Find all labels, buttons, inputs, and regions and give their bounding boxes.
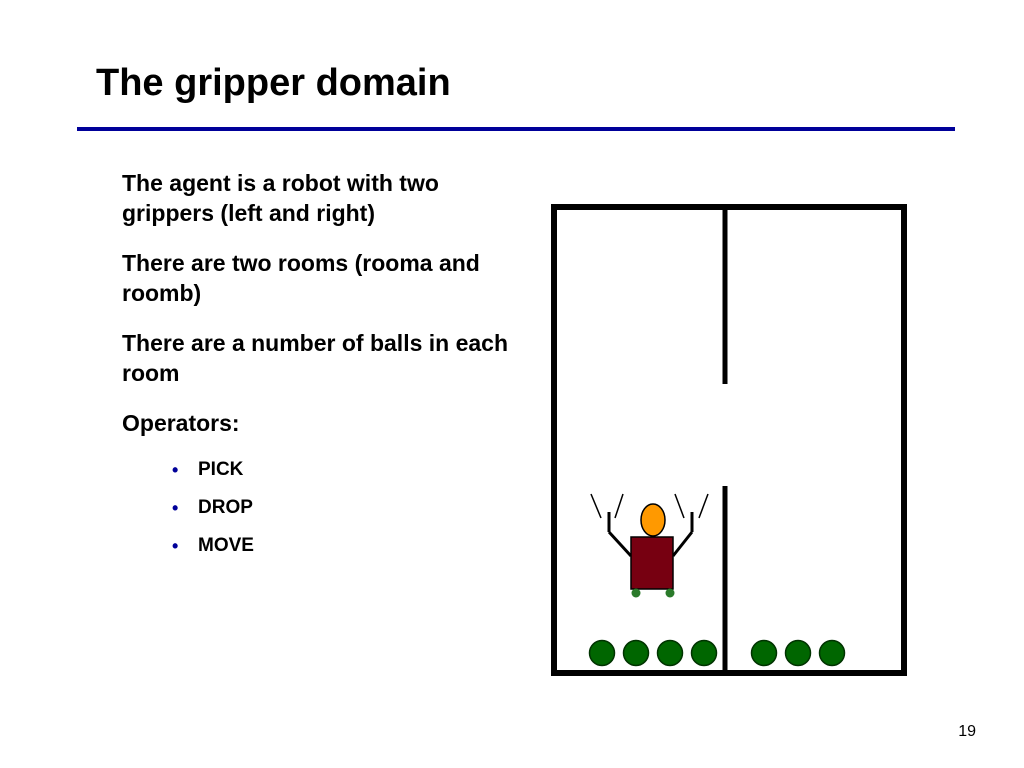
operators-list: • PICK • DROP • MOVE bbox=[122, 458, 512, 558]
robot-wheel bbox=[631, 588, 641, 598]
balls-left-room bbox=[588, 639, 718, 667]
operator-label: PICK bbox=[198, 459, 244, 480]
bullet-icon: • bbox=[172, 460, 179, 480]
paragraph-balls: There are a number of balls in each room bbox=[122, 330, 509, 386]
operator-item-move: • MOVE bbox=[172, 534, 512, 558]
left-gripper-finger bbox=[614, 493, 624, 519]
title-underline bbox=[77, 127, 955, 131]
left-arm bbox=[607, 530, 633, 558]
operator-item-drop: • DROP bbox=[172, 496, 512, 520]
robot-head bbox=[640, 503, 666, 537]
right-gripper-finger bbox=[674, 493, 685, 519]
robot-body bbox=[630, 536, 674, 590]
left-gripper-finger bbox=[590, 493, 602, 519]
robot-wheel bbox=[665, 588, 675, 598]
bullet-icon: • bbox=[172, 498, 179, 518]
ball bbox=[588, 639, 616, 667]
ball bbox=[750, 639, 778, 667]
ball bbox=[818, 639, 846, 667]
right-gripper-finger bbox=[698, 493, 709, 519]
robot-icon bbox=[590, 493, 709, 598]
outer-wall bbox=[551, 204, 907, 676]
slide-title: The gripper domain bbox=[96, 62, 451, 104]
ball bbox=[622, 639, 650, 667]
paragraph-agent: The agent is a robot with two grippers (… bbox=[122, 170, 439, 226]
ball bbox=[784, 639, 812, 667]
right-arm bbox=[671, 531, 694, 557]
slide-content: The agent is a robot with two grippers (… bbox=[122, 168, 512, 572]
balls-right-room bbox=[750, 639, 846, 667]
paragraph-operators-heading: Operators: bbox=[122, 410, 240, 436]
ball bbox=[690, 639, 718, 667]
bullet-icon: • bbox=[172, 536, 179, 556]
operator-label: MOVE bbox=[198, 535, 254, 556]
gripper-rooms-diagram bbox=[551, 204, 907, 676]
paragraph-rooms: There are two rooms (rooma and roomb) bbox=[122, 250, 480, 306]
page-number: 19 bbox=[958, 723, 976, 740]
operator-label: DROP bbox=[198, 497, 253, 518]
ball bbox=[656, 639, 684, 667]
operator-item-pick: • PICK bbox=[172, 458, 512, 482]
